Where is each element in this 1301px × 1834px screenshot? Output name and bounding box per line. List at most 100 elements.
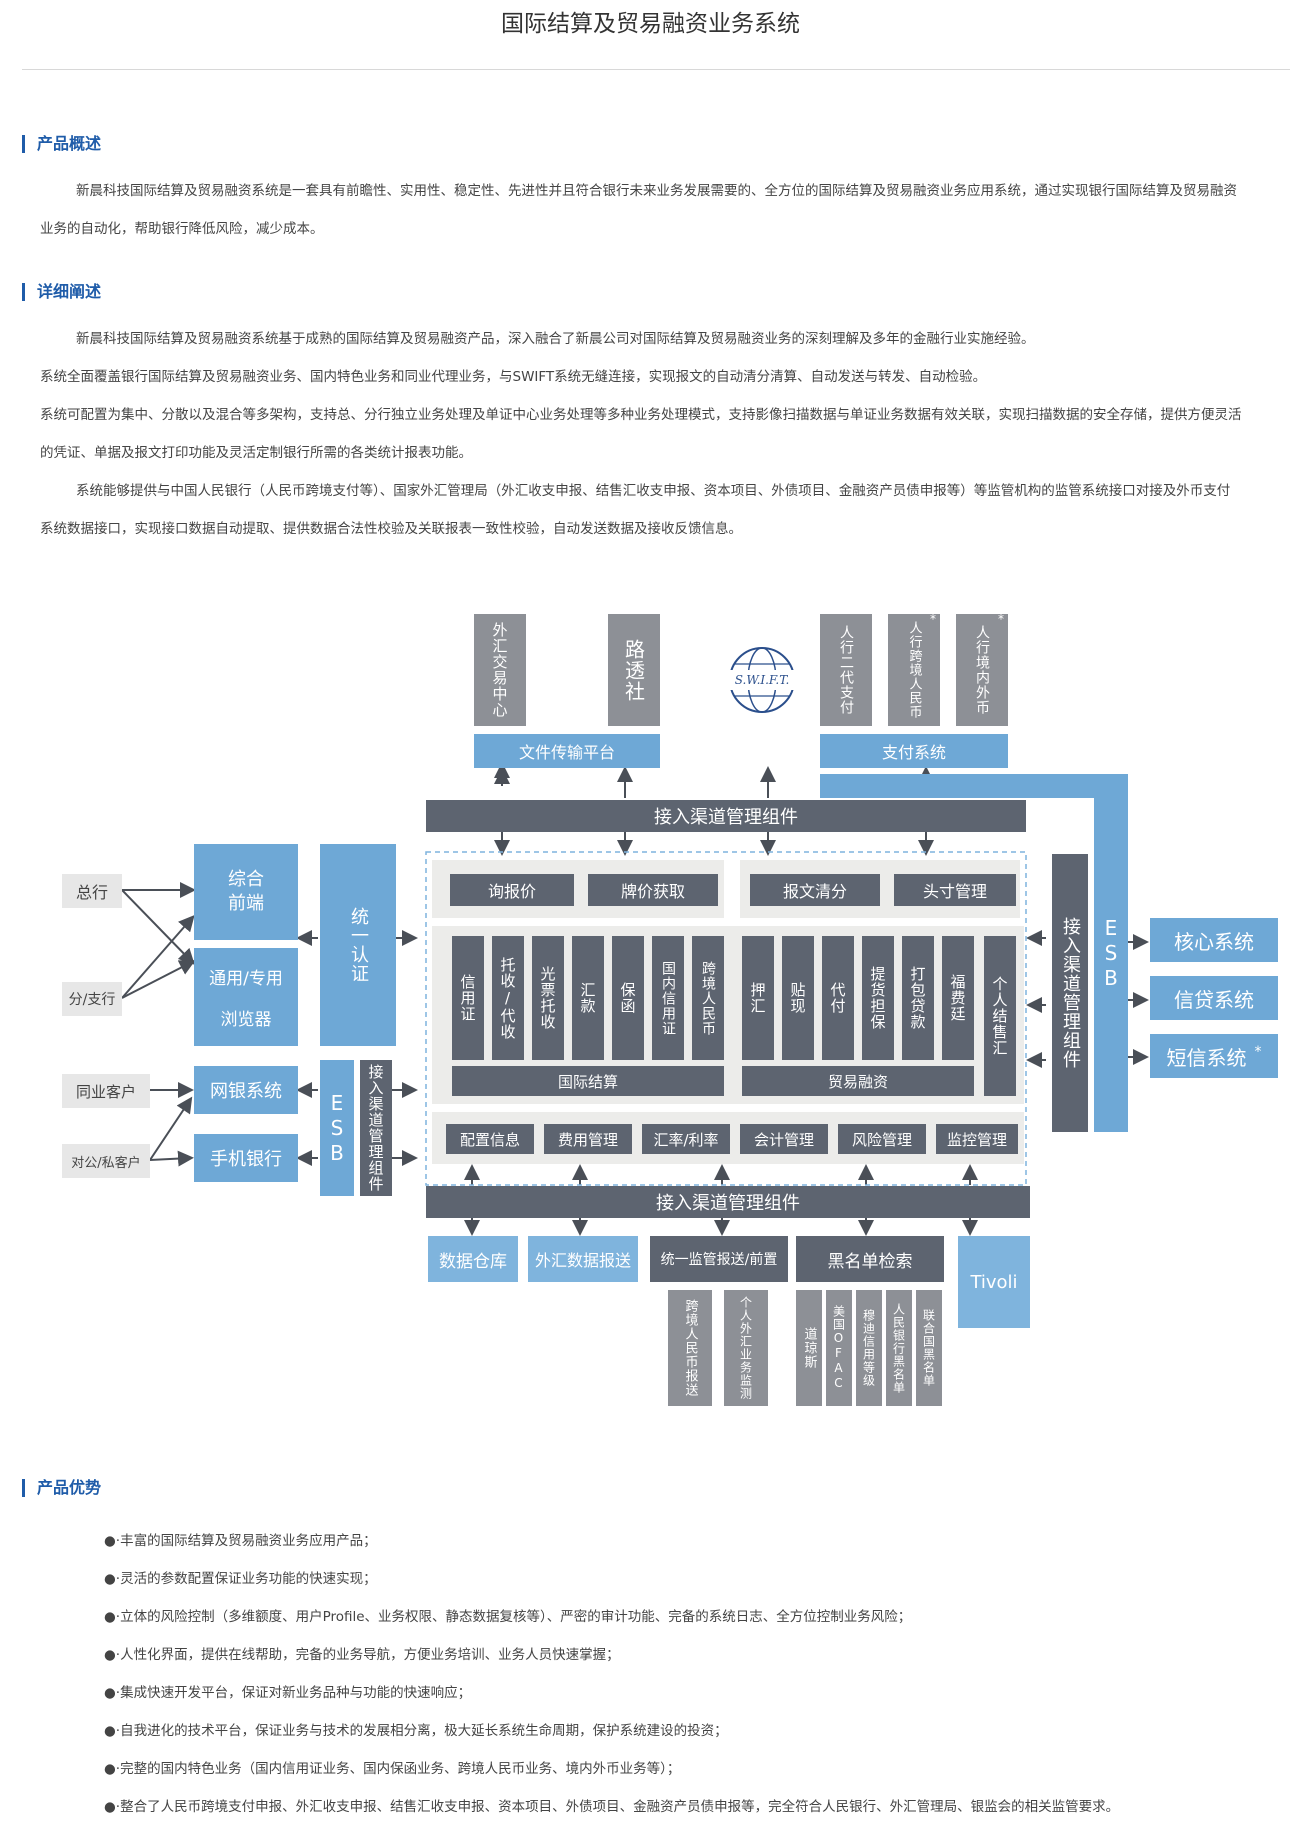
- bullet-icon: ●: [104, 1685, 116, 1701]
- interbank-customer-source: 同业客户: [62, 1074, 150, 1108]
- access-channel-left: 接入渠道管理组件: [360, 1060, 392, 1196]
- list-item: ●·立体的风险控制（多维额度、用户Profile、业务权限、静态数据复核等）、严…: [104, 1598, 1119, 1636]
- list-item: ●·丰富的国际结算及贸易融资业务应用产品；: [104, 1522, 1119, 1560]
- section-heading-advantages: 产品优势: [22, 1479, 101, 1497]
- advantage-text: ·灵活的参数配置保证业务功能的快速实现；: [115, 1571, 377, 1587]
- payment-system: 支付系统: [820, 734, 1008, 768]
- trade-finance-label: 贸易融资: [742, 1066, 974, 1096]
- list-item: ●·人性化界面，提供在线帮助，完备的业务导航，方便业务培训、业务人员快速掌握；: [104, 1636, 1119, 1674]
- blacklist-un: 联合国黑名单: [916, 1290, 942, 1406]
- module-delivery-guarantee: 提货担保: [862, 936, 894, 1060]
- advantage-text: ·整合了人民币跨境支付申报、外汇收支申报、结售汇收支申报、资本项目、外债项目、金…: [115, 1799, 1120, 1815]
- sms-system-label: 短信系统: [1166, 1045, 1247, 1070]
- module-forfaiting: 福费廷: [942, 936, 974, 1060]
- list-item: ●·完整的国内特色业务（国内信用证业务、国内保函业务、跨境人民币业务、境内外币业…: [104, 1750, 1119, 1788]
- bullet-icon: ●: [104, 1533, 116, 1549]
- advantage-text: ·自我进化的技术平台，保证业务与技术的发展相分离，极大延长系统生命周期，保护系统…: [115, 1723, 728, 1739]
- browser-label-2: 浏览器: [220, 1010, 272, 1030]
- pbc-cnaps2-box: 人行二代支付: [820, 614, 872, 726]
- browser-label-1: 通用/专用: [209, 969, 283, 989]
- module-monitoring: 监控管理: [936, 1124, 1018, 1154]
- module-domestic-lc: 国内信用证: [652, 936, 684, 1060]
- module-clean-collection: 光票托收: [532, 936, 564, 1060]
- module-position-mgmt: 头寸管理: [894, 874, 1016, 906]
- module-personal-fx: 个人结售汇: [984, 936, 1016, 1096]
- list-item: ●·自我进化的技术平台，保证业务与技术的发展相分离，极大延长系统生命周期，保护系…: [104, 1712, 1119, 1750]
- advantage-text: ·人性化界面，提供在线帮助，完备的业务导航，方便业务培训、业务人员快速掌握；: [115, 1647, 620, 1663]
- module-fee-mgmt: 费用管理: [544, 1124, 632, 1154]
- reuters-box: 路透社: [608, 614, 660, 726]
- module-cross-border-rmb: 跨境人民币: [692, 936, 724, 1060]
- integrated-frontend-label: 综合前端: [228, 869, 264, 914]
- module-payment-on-behalf: 代付: [822, 936, 854, 1060]
- details-line-3: 系统可配置为集中、分散以及混合等多架构，支持总、分行独立业务处理及单证中心业务处…: [40, 407, 1242, 423]
- blacklist-moodys: 穆迪信用等级: [856, 1290, 882, 1406]
- integrated-frontend-box: 综合前端: [194, 844, 298, 940]
- details-line-2: 系统全面覆盖银行国际结算及贸易融资业务、国内特色业务和同业代理业务，与SWIFT…: [40, 369, 987, 385]
- details-line-5: 系统能够提供与中国人民银行（人民币跨境支付等）、国家外汇管理局（外汇收支申报、结…: [76, 483, 1231, 499]
- details-line-6: 系统数据接口，实现接口数据自动提取、提供数据合法性校验及关联报表一致性校验，自动…: [40, 521, 742, 537]
- file-transfer-platform: 文件传输平台: [474, 734, 660, 768]
- swift-label: S.W.I.F.T.: [728, 670, 796, 690]
- unified-auth-box: 统一认证: [320, 844, 396, 1046]
- access-channel-bottom: 接入渠道管理组件: [426, 1186, 1030, 1218]
- list-item: ●·整合了人民币跨境支付申报、外汇收支申报、结售汇收支申报、资本项目、外债项目、…: [104, 1788, 1119, 1826]
- title-divider: [22, 69, 1290, 70]
- section-heading-overview: 产品概述: [22, 135, 101, 153]
- asterisk-mark: *: [1254, 1044, 1262, 1060]
- blacklist-dow-jones: 道琼斯: [796, 1290, 822, 1406]
- sms-system-box: 短信系统 *: [1150, 1034, 1278, 1078]
- module-packing-loan: 打包贷款: [902, 936, 934, 1060]
- blacklist-search-box: 黑名单检索: [796, 1236, 944, 1282]
- bullet-icon: ●: [104, 1647, 116, 1663]
- regulatory-reporting-box: 统一监管报送/前置: [650, 1236, 788, 1282]
- blacklist-pboc: 人民银行黑名单: [886, 1290, 912, 1406]
- esb-left: ESB: [320, 1060, 354, 1196]
- pbc-cross-border-rmb-box: 人行跨境人民币: [888, 614, 940, 726]
- overview-line-2: 业务的自动化，帮助银行降低风险，减少成本。: [40, 221, 324, 237]
- module-collection: 托收/代收: [492, 936, 524, 1060]
- advantage-text: ·集成快速开发平台，保证对新业务品种与功能的快速响应；: [115, 1685, 472, 1701]
- data-warehouse-box: 数据仓库: [428, 1236, 518, 1282]
- browser-box: 通用/专用 浏览器: [194, 948, 298, 1046]
- module-rate-fetch: 牌价获取: [588, 874, 718, 906]
- online-banking-box: 网银系统: [194, 1066, 298, 1114]
- credit-system-box: 信贷系统: [1150, 976, 1278, 1020]
- module-config-info: 配置信息: [446, 1124, 534, 1154]
- section-heading-details: 详细阐述: [22, 283, 101, 301]
- cross-border-rmb-reporting: 跨境人民币报送: [668, 1290, 712, 1406]
- module-negotiation: 押汇: [742, 936, 774, 1060]
- module-remittance: 汇款: [572, 936, 604, 1060]
- intl-settlement-label: 国际结算: [452, 1066, 724, 1096]
- access-channel-top: 接入渠道管理组件: [426, 800, 1026, 832]
- blacklist-ofac: 美国OFAC: [826, 1290, 852, 1406]
- advantage-text: ·立体的风险控制（多维额度、用户Profile、业务权限、静态数据复核等）、严密…: [115, 1609, 912, 1625]
- bullet-icon: ●: [104, 1609, 116, 1625]
- advantage-text: ·丰富的国际结算及贸易融资业务应用产品；: [115, 1533, 377, 1549]
- pbc-domestic-fx-box: 人行境内外币: [956, 614, 1008, 726]
- bullet-icon: ●: [104, 1799, 116, 1815]
- details-line-4: 的凭证、单据及报文打印功能及灵活定制银行所需的各类统计报表功能。: [40, 445, 472, 461]
- access-channel-right: 接入渠道管理组件: [1052, 854, 1088, 1132]
- bullet-icon: ●: [104, 1761, 116, 1777]
- personal-fx-monitoring: 个人外汇业务监测: [724, 1290, 768, 1406]
- module-message-sorting: 报文清分: [750, 874, 880, 906]
- module-accounting: 会计管理: [740, 1124, 828, 1154]
- module-rate: 汇率/利率: [642, 1124, 730, 1154]
- advantage-text: ·完整的国内特色业务（国内信用证业务、国内保函业务、跨境人民币业务、境内外币业务…: [115, 1761, 681, 1777]
- payment-link-bar: [820, 774, 1128, 798]
- head-office-source: 总行: [62, 874, 122, 908]
- module-discount: 贴现: [782, 936, 814, 1060]
- fx-data-reporting-box: 外汇数据报送: [528, 1236, 638, 1282]
- asterisk-mark: *: [998, 612, 1004, 626]
- fx-trading-center-box: 外汇交易中心: [474, 614, 526, 726]
- branch-source: 分/支行: [62, 982, 122, 1016]
- overview-line-1: 新晨科技国际结算及贸易融资系统是一套具有前瞻性、实用性、稳定性、先进性并且符合银…: [76, 183, 1237, 199]
- asterisk-mark: *: [930, 612, 936, 626]
- module-letter-of-credit: 信用证: [452, 936, 484, 1060]
- bullet-icon: ●: [104, 1571, 116, 1587]
- module-guarantee: 保函: [612, 936, 644, 1060]
- architecture-diagram: 外汇交易中心 路透社 S.W.I.F.T. 人行二代支付 人行跨境人民币 人行境…: [0, 600, 1301, 1420]
- list-item: ●·集成快速开发平台，保证对新业务品种与功能的快速响应；: [104, 1674, 1119, 1712]
- module-quote: 询报价: [450, 874, 574, 906]
